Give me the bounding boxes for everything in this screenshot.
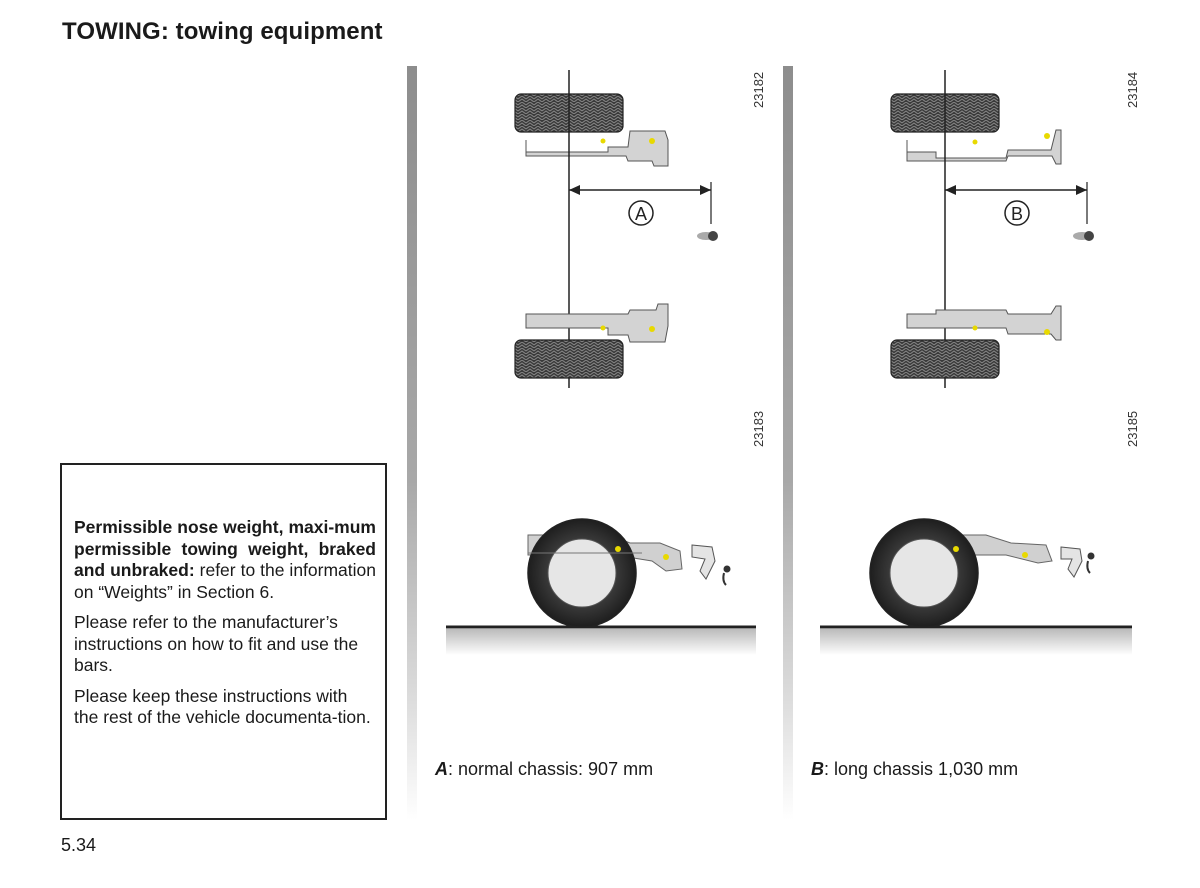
chassis-arm-top xyxy=(906,129,1062,165)
tow-ball-icon xyxy=(1084,231,1094,241)
dimension-marker-a: A xyxy=(635,204,647,224)
note-documentation-paragraph: Please keep these instructions with the … xyxy=(74,685,371,728)
figure-code-top-right: 23184 xyxy=(1125,71,1140,108)
tow-ball-icon xyxy=(708,231,718,241)
dimension-marker-b: B xyxy=(1011,204,1023,224)
note-weights-paragraph: Permissible nose weight, maxi-mum permis… xyxy=(74,517,376,603)
chassis-arm-top xyxy=(525,130,669,167)
plan-view-diagram-normal-chassis: A xyxy=(514,70,718,388)
wheel-bottom-icon xyxy=(890,339,1000,379)
page-number: 5.34 xyxy=(61,835,97,855)
side-tow-ball-icon xyxy=(723,565,731,573)
page-title: TOWING: towing equipment xyxy=(62,18,383,45)
note-fitting-paragraph: Please refer to the manufacturer’s instr… xyxy=(74,612,359,675)
caption-b-letter: B xyxy=(811,759,824,779)
figure-code-top-left: 23182 xyxy=(751,71,766,108)
side-tow-ball-icon xyxy=(1087,552,1095,560)
column-divider-left xyxy=(407,66,417,820)
plan-view-diagram-long-chassis: B xyxy=(890,70,1094,388)
figure-code-bottom-left: 23183 xyxy=(751,410,766,447)
side-view-diagram-long-chassis xyxy=(820,518,1132,655)
tow-bar-bracket xyxy=(1060,546,1083,578)
caption-normal-chassis: A: normal chassis: 907 mm xyxy=(435,759,653,780)
wheel-bottom-icon xyxy=(514,339,624,379)
note-box xyxy=(60,463,387,820)
caption-b-text: : long chassis 1,030 mm xyxy=(824,759,1019,779)
figure-code-bottom-right: 23185 xyxy=(1125,410,1140,447)
chassis-arm-bottom xyxy=(525,303,669,343)
chassis-arm-bottom xyxy=(906,305,1062,341)
note-text: Permissible nose weight, maxi-mum permis… xyxy=(74,517,376,738)
caption-long-chassis: B: long chassis 1,030 mm xyxy=(811,759,1018,780)
side-view-diagram-normal-chassis xyxy=(446,518,756,655)
column-divider-right xyxy=(783,66,793,820)
note-weights-lead: Permissible nose weight, maxi-mum permis… xyxy=(74,517,376,580)
note-weights-rest: refer to the information on “Weights” in… xyxy=(74,560,376,602)
caption-a-text: : normal chassis: 907 mm xyxy=(448,759,654,779)
caption-a-letter: A xyxy=(435,759,448,779)
tow-bar-bracket xyxy=(691,544,716,580)
